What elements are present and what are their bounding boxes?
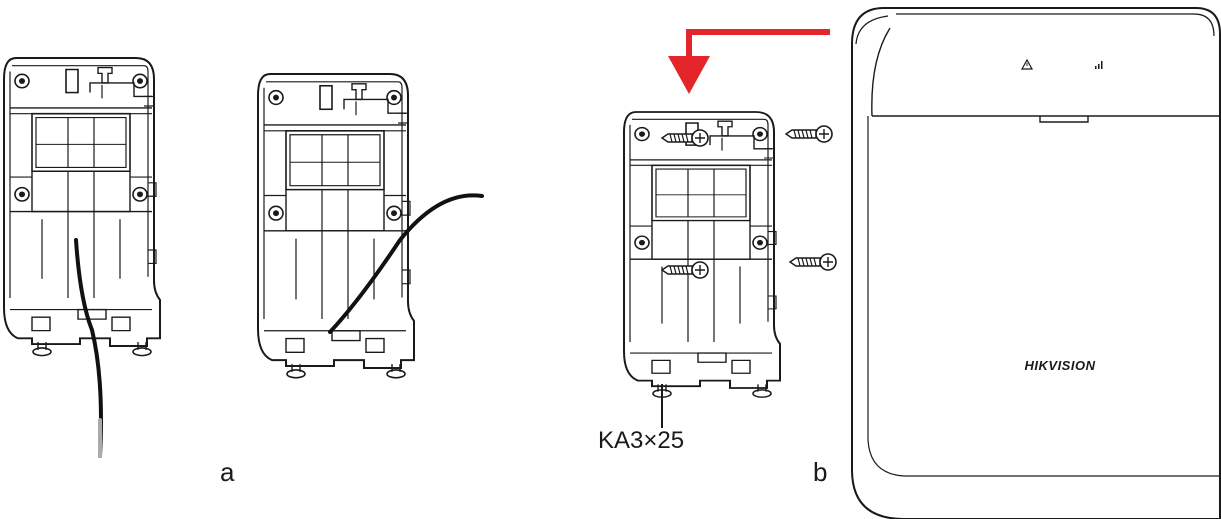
step-a-label: a	[220, 457, 235, 487]
screw-spec-label: KA3×25	[598, 427, 684, 454]
step-b-label: b	[813, 457, 827, 487]
bracket-with-screws	[623, 111, 837, 399]
bracket-with-side-cable	[257, 73, 484, 379]
cable-rear	[74, 238, 103, 458]
warning-triangle-icon	[1020, 58, 1034, 70]
cable-side	[328, 193, 484, 334]
bracket-with-rear-cable	[3, 57, 161, 458]
mount-direction-arrow	[668, 29, 830, 94]
brand-logo: HIKVISION	[1025, 358, 1096, 373]
screw-top-right	[785, 125, 833, 143]
signal-bars-icon	[1095, 61, 1103, 69]
screw-bottom-right	[789, 253, 837, 271]
control-panel-device: HIKVISION	[851, 7, 1221, 519]
